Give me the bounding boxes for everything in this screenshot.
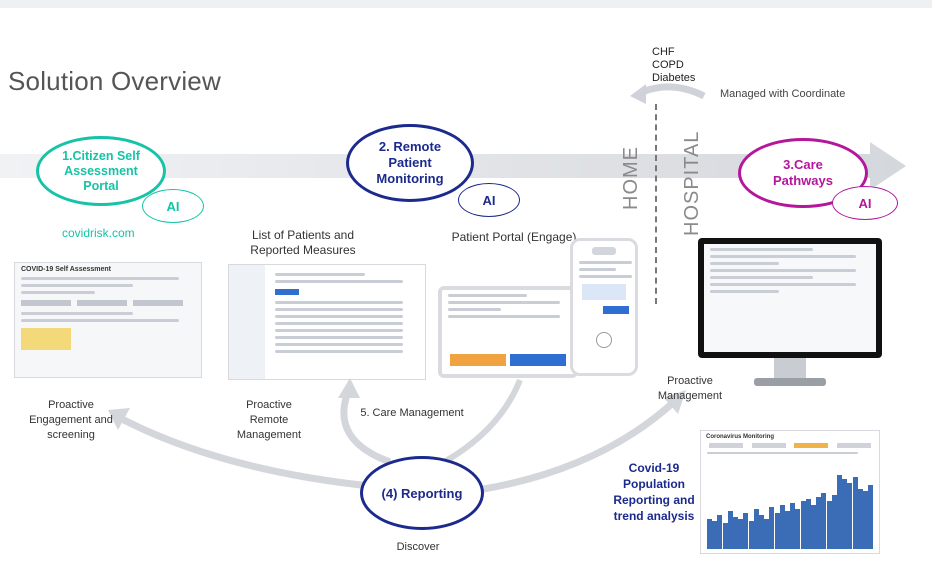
reporting-node-label: (4) Reporting bbox=[381, 485, 463, 501]
remote-node-label: 2. Remote Patient Monitoring bbox=[376, 139, 444, 186]
tablet-screenshot bbox=[438, 286, 578, 378]
report-bar bbox=[769, 507, 775, 549]
report-bar bbox=[727, 511, 733, 549]
report-bar bbox=[842, 479, 848, 549]
report-bar bbox=[821, 493, 827, 549]
citizen-node-label: 1.Citizen Self Assessment Portal bbox=[62, 148, 140, 193]
report-bar bbox=[717, 515, 723, 549]
report-bar bbox=[790, 503, 796, 549]
report-bar bbox=[826, 501, 832, 549]
patient-portal-caption: Patient Portal (Engage) bbox=[451, 230, 577, 244]
citizen-assessment-node: 1.Citizen Self Assessment Portal bbox=[36, 136, 166, 206]
report-bar bbox=[863, 491, 868, 549]
self-assessment-screenshot: COVID-19 Self Assessment bbox=[14, 262, 202, 378]
report-bar bbox=[738, 519, 744, 549]
care-ai-badge: AI bbox=[832, 186, 898, 220]
home-hospital-divider bbox=[655, 104, 657, 304]
phone-screenshot bbox=[570, 238, 638, 376]
curved-arrow-icon bbox=[630, 83, 706, 104]
proactive-engagement-label: Proactive Engagement and screening bbox=[29, 399, 113, 441]
report-bar bbox=[868, 485, 874, 549]
monitor-screenshot bbox=[698, 238, 882, 388]
condition-copd: COPD bbox=[652, 59, 684, 71]
condition-diabetes: Diabetes bbox=[652, 72, 696, 84]
report-bar bbox=[722, 523, 728, 549]
report-bar bbox=[805, 499, 811, 549]
self-assessment-title: COVID-19 Self Assessment bbox=[21, 266, 111, 273]
reporting-chart-screenshot: Coronavirus Monitoring bbox=[700, 430, 880, 554]
report-bar bbox=[759, 515, 764, 549]
report-bar bbox=[748, 521, 754, 549]
report-bar bbox=[795, 509, 801, 549]
page-title: Solution Overview bbox=[8, 66, 221, 96]
proactive-management-label: Proactive Management bbox=[657, 375, 723, 402]
care-ai-text: AI bbox=[858, 195, 872, 211]
report-bar bbox=[847, 483, 853, 549]
report-bar bbox=[733, 517, 738, 549]
remote-ai-text: AI bbox=[482, 192, 496, 208]
reporting-node: (4) Reporting bbox=[360, 456, 484, 530]
report-bar bbox=[811, 505, 816, 549]
report-bar bbox=[831, 495, 837, 549]
report-bar bbox=[852, 477, 858, 549]
report-bar bbox=[743, 513, 749, 549]
report-bar bbox=[712, 521, 718, 549]
covid-report-caption: Covid-19 Population Reporting and trend … bbox=[613, 461, 695, 523]
bar-area bbox=[707, 465, 875, 549]
report-bar bbox=[774, 513, 780, 549]
managed-note: Managed with Coordinate bbox=[720, 88, 846, 100]
discover-label: Discover bbox=[396, 541, 440, 553]
report-bar bbox=[857, 489, 863, 549]
condition-chf: CHF bbox=[652, 46, 675, 58]
top-border bbox=[0, 0, 932, 8]
remote-monitoring-node: 2. Remote Patient Monitoring bbox=[346, 124, 474, 202]
patients-list-caption: List of Patients and Reported Measures bbox=[250, 228, 356, 257]
report-bar bbox=[779, 505, 785, 549]
patient-list-screenshot bbox=[228, 264, 426, 380]
citizen-ai-badge: AI bbox=[142, 189, 204, 223]
report-bar bbox=[753, 509, 759, 549]
conditions-list: CHF COPD Diabetes bbox=[652, 46, 695, 85]
report-bar bbox=[816, 497, 822, 549]
monitoring-title: Coronavirus Monitoring bbox=[706, 434, 774, 440]
citizen-ai-text: AI bbox=[166, 198, 180, 214]
report-bar bbox=[707, 519, 712, 549]
report-bar bbox=[837, 475, 842, 549]
report-bar bbox=[785, 511, 790, 549]
report-bar bbox=[764, 519, 770, 549]
covidrisk-link[interactable]: covidrisk.com bbox=[62, 226, 135, 240]
care-node-label: 3.Care Pathways bbox=[773, 157, 833, 188]
remote-ai-badge: AI bbox=[458, 183, 520, 217]
report-bar bbox=[800, 501, 806, 549]
care-management-label: 5. Care Management bbox=[360, 407, 464, 419]
proactive-remote-label: Proactive Remote Management bbox=[236, 399, 302, 441]
